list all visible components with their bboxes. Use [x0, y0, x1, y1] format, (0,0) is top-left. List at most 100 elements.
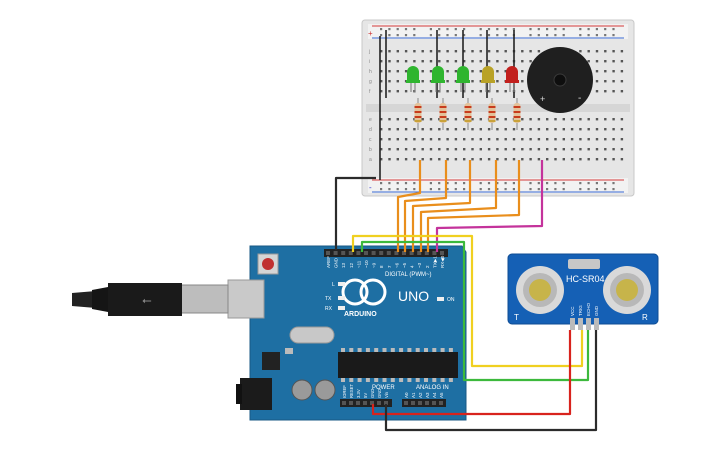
pin-label: GND: [370, 389, 375, 398]
pin-label: A0: [404, 392, 409, 398]
wire-led2: [403, 160, 448, 252]
buzzer-minus: -: [578, 93, 581, 104]
sensor-pin: [594, 318, 599, 330]
pin-label: 5V: [363, 393, 368, 398]
led-rim: [456, 80, 470, 83]
chip-pin: [399, 378, 404, 382]
bb-row-letter: b: [369, 147, 372, 153]
pin-label: IOREF: [342, 385, 347, 398]
pin-label: 4: [410, 265, 415, 268]
pin-label: Vin: [384, 391, 389, 398]
header-pin: [379, 251, 384, 255]
pin-label: 12: [349, 262, 354, 268]
pin-label: 7: [387, 265, 392, 268]
pin-label: GND: [334, 257, 339, 268]
buzzer-plus: +: [540, 94, 545, 104]
wire-buzzer: [435, 160, 544, 252]
chip-pin: [448, 378, 453, 382]
chip-pin: [415, 348, 420, 352]
header-pin: [342, 401, 346, 405]
chip-pin: [407, 348, 412, 352]
header-pin: [364, 251, 368, 255]
wire-led4: [419, 160, 498, 252]
pin-label: A1: [411, 392, 416, 398]
wire-group: [334, 160, 598, 432]
chip-pin: [382, 348, 387, 352]
pin-label: RX◀0: [440, 255, 445, 268]
led-rim: [505, 80, 519, 83]
led-rim: [406, 80, 420, 83]
pin-label: ~10: [364, 260, 369, 268]
resistor-band: [488, 111, 496, 113]
wire-echo: [360, 240, 590, 382]
pin-label: 3.3V: [356, 389, 361, 398]
piezo-buzzer[interactable]: + -: [527, 47, 593, 113]
chip-pin: [341, 378, 345, 382]
resistor-band: [464, 106, 472, 108]
resistor-band: [513, 111, 521, 113]
header-pin: [386, 251, 391, 255]
sensor-pin-label: VCC: [570, 306, 575, 316]
digital-label: DIGITAL (PWM~): [385, 272, 432, 278]
chip-pin: [374, 378, 379, 382]
chip-pin: [448, 348, 453, 352]
sensor-r-mark: R: [642, 313, 648, 322]
sensor-pin-label: GND: [594, 305, 599, 316]
bb-row-letter: i: [369, 59, 370, 65]
atmega-chip: [338, 352, 458, 378]
arduino-uno-board[interactable]: ARDUINO UNO ON L TX RX DIGITAL (PWM~) AR…: [249, 245, 467, 421]
resistor-band: [513, 116, 521, 118]
pin-label: A5: [439, 392, 444, 398]
reset-button[interactable]: [262, 258, 274, 270]
header-pin: [348, 251, 353, 255]
header-pin: [439, 401, 443, 405]
chip-pin: [390, 378, 395, 382]
resistor-band: [414, 106, 422, 108]
led-red: [506, 66, 518, 82]
led-rim: [481, 80, 495, 83]
header-pin: [371, 251, 376, 255]
pin-label: GND: [377, 389, 382, 398]
header-pin: [333, 251, 338, 255]
bb-row-letter: a: [369, 157, 372, 163]
chip-pin: [415, 378, 420, 382]
pin-label: ~3: [417, 262, 422, 268]
wire-led1: [396, 160, 422, 252]
resistor-band: [464, 116, 472, 118]
header-pin: [424, 251, 429, 255]
header-pin: [418, 401, 422, 405]
chip-pin: [365, 348, 370, 352]
led-row: [406, 66, 519, 92]
chip-pin: [424, 378, 428, 382]
header-pin: [432, 401, 436, 405]
header-pin: [363, 401, 367, 405]
resistor-band: [439, 116, 447, 118]
header-pin: [404, 401, 408, 405]
tx-label: TX: [325, 296, 332, 302]
resistor-band: [488, 120, 496, 122]
sensor-pin: [586, 318, 591, 330]
bb-plus-top: +: [368, 29, 373, 38]
chip-pin: [440, 378, 445, 382]
chip-pin: [432, 378, 437, 382]
usb-icon: ⭠: [142, 293, 152, 307]
usb-cable[interactable]: ⭠: [72, 279, 265, 319]
chip-pin: [390, 348, 395, 352]
pin-label: A2: [418, 392, 423, 398]
header-pin: [394, 251, 399, 255]
pin-label: TX▶1: [432, 256, 437, 268]
bb-row-letter: d: [369, 127, 372, 133]
rx-label: RX: [325, 306, 333, 312]
dc-power-jack[interactable]: [240, 378, 272, 410]
chip-pin: [399, 348, 404, 352]
header-pin: [349, 401, 353, 405]
header-pin: [356, 251, 361, 255]
sensor-pin: [578, 318, 583, 330]
chip-pin: [349, 348, 354, 352]
header-pin: [326, 251, 330, 255]
header-pin: [370, 401, 374, 405]
led-rim: [431, 80, 445, 83]
